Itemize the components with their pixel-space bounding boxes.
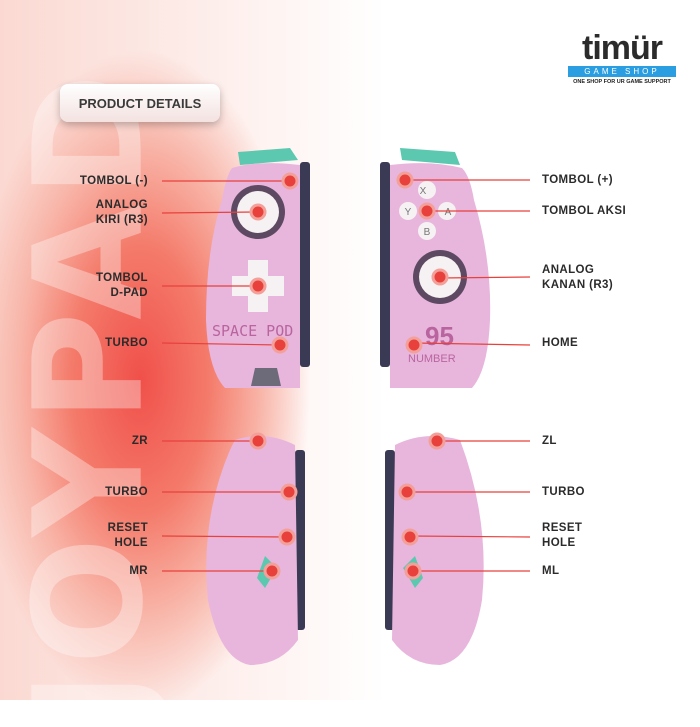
label-left-mr: MR (129, 564, 148, 579)
label-text: TURBO (105, 337, 148, 349)
label-text: ANALOG (542, 264, 595, 276)
product-details-header: PRODUCT DETAILS (60, 84, 220, 122)
label-left-tombol-dpad: TOMBOL D-PAD (96, 271, 148, 301)
callout-dot (404, 562, 422, 580)
label-left-turbo-side: TURBO (105, 485, 148, 500)
controllers-illustration: SPACE POD X Y A B 95 NUMBER (161, 148, 531, 665)
label-text: MR (129, 565, 148, 577)
callout-line (161, 535, 288, 538)
brand-logo: timür GAME SHOP ONE SHOP FOR UR GAME SUP… (562, 29, 682, 85)
callout-dot (278, 528, 296, 546)
label-text: HOLE (114, 537, 148, 549)
label-left-analog-kiri: ANALOG KIRI (R3) (96, 198, 148, 228)
label-text: TOMBOL (-) (79, 175, 148, 187)
label-right-reset-hole: RESET HOLE (542, 521, 582, 551)
label-text: TOMBOL (+) (542, 174, 613, 186)
label-right-tombol-plus: TOMBOL (+) (542, 173, 613, 188)
label-right-ml: ML (542, 564, 559, 579)
right-controller-front: X Y A B 95 NUMBER (380, 148, 491, 388)
label-text: KANAN (R3) (542, 279, 614, 291)
label-text: ML (542, 565, 560, 577)
callout-line (439, 276, 531, 279)
label-text: TURBO (105, 486, 148, 498)
button-y: Y (405, 207, 412, 218)
right-controller-side (385, 436, 484, 665)
number-print: 95 (425, 321, 454, 351)
callout-dot (428, 432, 446, 450)
label-text: RESET (542, 522, 583, 534)
label-text: HOLE (542, 537, 576, 549)
callout-dot (401, 528, 419, 546)
callout-line (161, 211, 259, 214)
callout-dot (431, 268, 449, 286)
callout-dot (249, 203, 267, 221)
label-text: HOME (542, 337, 579, 349)
callout-dot (249, 432, 267, 450)
left-controller-side (206, 436, 305, 665)
label-right-turbo-side: TURBO (542, 485, 585, 500)
label-text: D-PAD (110, 287, 148, 299)
label-text: TOMBOL AKSI (542, 205, 627, 217)
label-right-zl: ZL (542, 434, 557, 449)
label-right-analog-kanan: ANALOG KANAN (R3) (542, 263, 613, 293)
space-label: SPACE POD (212, 322, 293, 340)
callout-dot (263, 562, 281, 580)
button-b: B (424, 227, 431, 238)
label-text: RESET (107, 522, 148, 534)
button-x: X (420, 186, 427, 197)
callout-dot (249, 277, 267, 295)
callout-dot (280, 483, 298, 501)
callout-dot (396, 171, 414, 189)
brand-tagline: ONE SHOP FOR UR GAME SUPPORT (573, 79, 671, 85)
label-left-turbo-front: TURBO (105, 336, 148, 351)
label-text: TURBO (542, 486, 585, 498)
label-text: KIRI (R3) (95, 214, 148, 226)
brand-sub: GAME SHOP (568, 66, 676, 77)
label-left-reset-hole: RESET HOLE (108, 521, 148, 551)
label-text: ZR (131, 435, 148, 447)
callout-line (413, 342, 531, 346)
brand-name: timür (582, 29, 663, 67)
callout-dot (418, 202, 436, 220)
callout-dot (405, 336, 423, 354)
callout-dot (271, 336, 289, 354)
callout-line (409, 535, 531, 538)
callout-line (161, 342, 281, 346)
label-left-tombol-minus: TOMBOL (-) (80, 174, 148, 189)
label-right-home: HOME (542, 336, 578, 351)
label-text: ANALOG (95, 199, 148, 211)
label-text: TOMBOL (95, 272, 148, 284)
label-left-zr: ZR (132, 434, 148, 449)
label-text: ZL (542, 435, 557, 447)
callout-dot (281, 172, 299, 190)
left-controller-front: SPACE POD (206, 148, 310, 388)
label-right-tombol-aksi: TOMBOL AKSI (542, 204, 626, 219)
callout-dot (398, 483, 416, 501)
button-a: A (445, 207, 452, 218)
number-word: NUMBER (408, 353, 456, 365)
